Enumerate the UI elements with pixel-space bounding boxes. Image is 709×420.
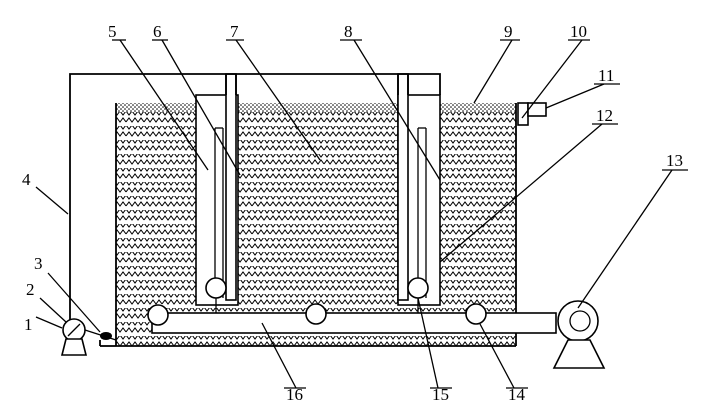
callout-16: 16 <box>286 385 303 404</box>
bottom-pipe <box>147 298 557 334</box>
callout-15: 15 <box>432 385 449 404</box>
callout-6: 6 <box>153 22 162 41</box>
callout-12: 12 <box>596 106 613 125</box>
diffuser-right <box>465 303 487 325</box>
callout-4: 4 <box>22 170 31 189</box>
callout-8: 8 <box>344 22 353 41</box>
callout-labels: 1 2 3 4 5 6 7 8 9 10 11 12 13 14 15 16 <box>22 22 683 404</box>
left-riser-diffuser <box>205 277 227 299</box>
leader-lines <box>35 39 688 389</box>
valve <box>99 332 116 347</box>
callout-9: 9 <box>504 22 513 41</box>
air-supply-line <box>69 73 441 325</box>
surface-layer <box>116 103 516 112</box>
callout-2: 2 <box>26 280 35 299</box>
left-riser-tube <box>195 73 239 306</box>
callout-1: 1 <box>24 315 33 334</box>
callout-5: 5 <box>108 22 117 41</box>
right-riser-tube <box>397 73 441 306</box>
callout-7: 7 <box>230 22 239 41</box>
diffuser-left <box>147 304 169 326</box>
right-riser-diffuser <box>407 277 429 299</box>
callout-11: 11 <box>598 66 614 85</box>
right-pump <box>552 300 606 369</box>
overflow-outlet <box>517 102 547 126</box>
diffuser-middle <box>305 303 327 325</box>
callout-14: 14 <box>508 385 526 404</box>
callout-13: 13 <box>666 151 683 170</box>
left-pump <box>60 318 117 356</box>
callout-10: 10 <box>570 22 587 41</box>
callout-3: 3 <box>34 254 43 273</box>
